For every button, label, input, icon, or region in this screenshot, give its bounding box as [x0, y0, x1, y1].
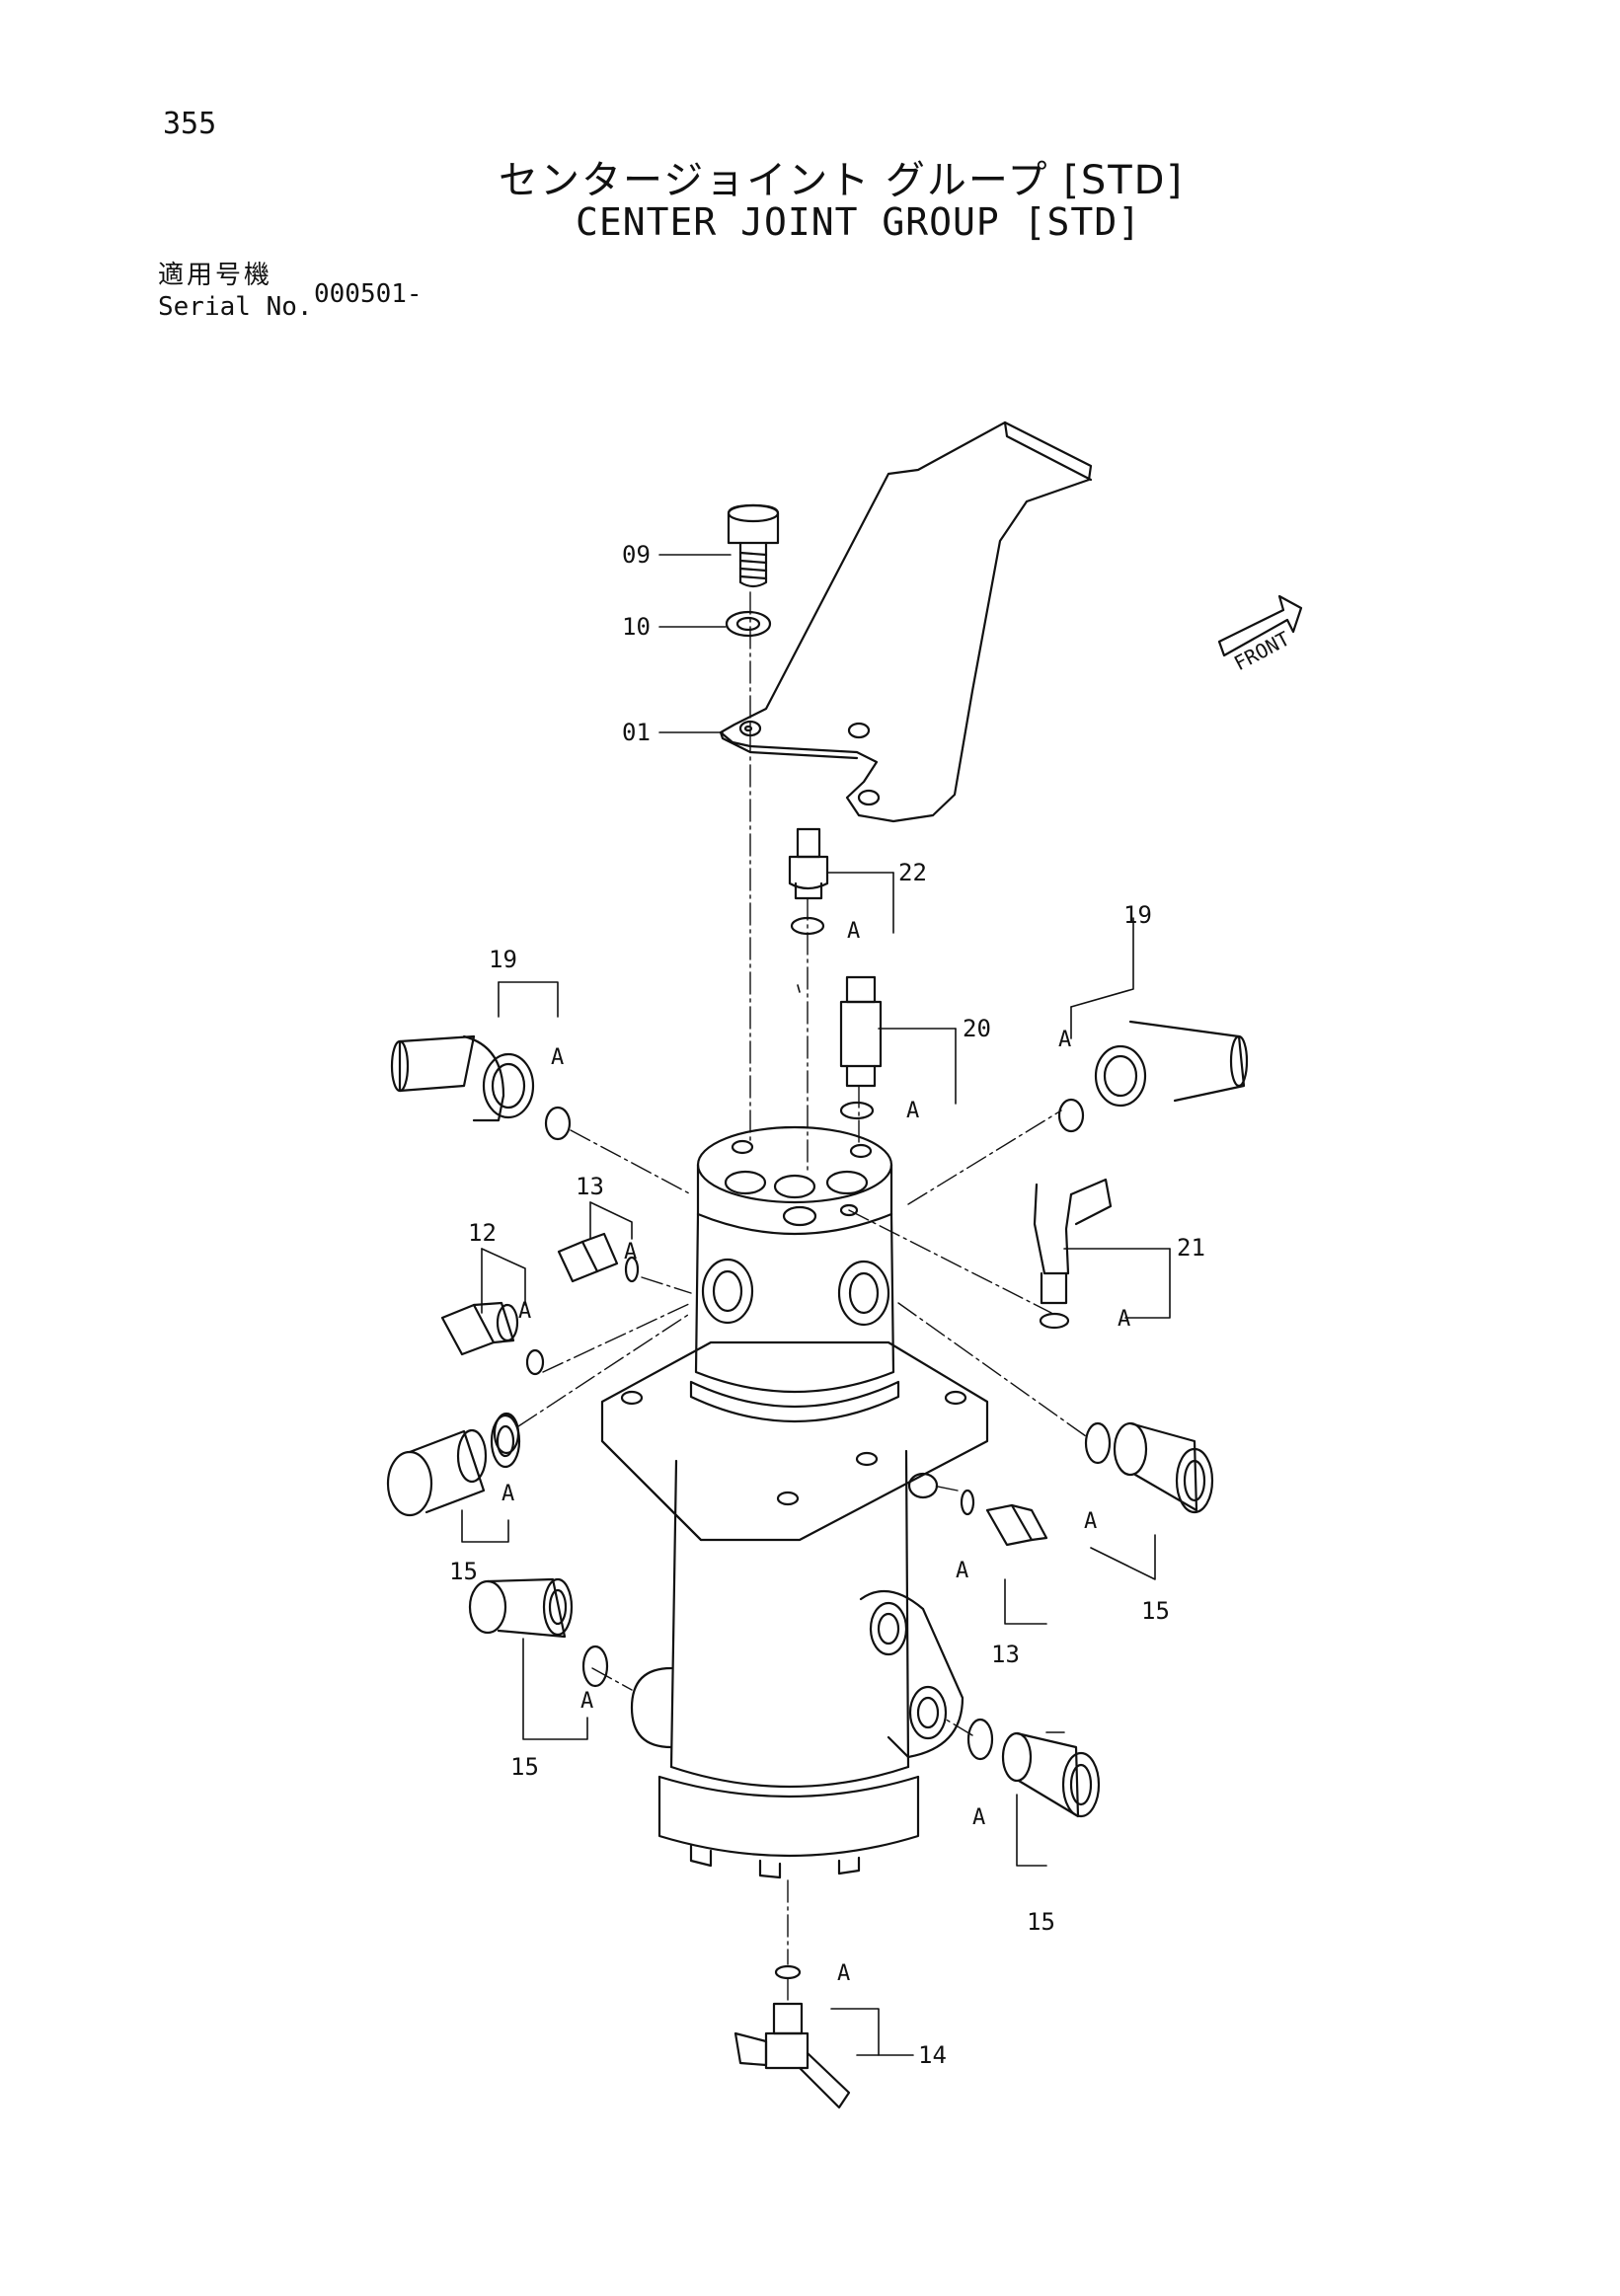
o-ring-20	[839, 1101, 875, 1120]
label-part-15-left-upper: 15	[449, 1558, 478, 1585]
seal-label: A	[518, 1299, 531, 1324]
label-part-10: 10	[622, 613, 651, 641]
o-ring-13-right	[960, 1489, 975, 1516]
seal-label: A	[580, 1689, 593, 1714]
seal-label: A	[501, 1482, 514, 1506]
o-ring-15c	[1084, 1421, 1112, 1465]
serial-label-english: Serial No.	[158, 292, 313, 322]
seal-label: A	[624, 1240, 637, 1264]
adapter-15a-drawing	[386, 1412, 521, 1517]
seal-label: A	[847, 919, 860, 944]
o-ring-21	[1039, 1312, 1070, 1330]
o-ring-15b	[581, 1645, 609, 1688]
label-part-21: 21	[1177, 1234, 1205, 1262]
bracket-drawing	[719, 421, 1093, 823]
elbow-19-left-drawing	[390, 1034, 572, 1141]
elbow-19-right-drawing	[1057, 1020, 1249, 1133]
o-ring-19-right	[1057, 1098, 1085, 1133]
label-part-22: 22	[898, 859, 927, 886]
seal-label: A	[1118, 1307, 1130, 1332]
o-ring-12	[525, 1348, 545, 1376]
leader-lines	[461, 554, 1171, 2056]
washer-10-drawing	[725, 610, 772, 638]
title-english: CENTER JOINT GROUP [STD]	[576, 200, 1142, 244]
part-labels: 09 10 01 22 20 19 19 21 13 12 15 15 13 1…	[449, 541, 1205, 2069]
label-part-01: 01	[622, 719, 651, 746]
title-japanese: センタージョイント グループ [STD]	[499, 158, 1185, 203]
adapter-15b-drawing	[468, 1577, 609, 1688]
center-joint-body-drawing	[600, 1125, 989, 1879]
o-ring-14	[774, 1964, 802, 1980]
fitting-13-left-drawing	[557, 1232, 640, 1283]
label-part-15-right-upper: 15	[1141, 1597, 1170, 1625]
seal-label: A	[972, 1805, 985, 1830]
assembly-center-lines	[517, 591, 1087, 2005]
label-part-15-right-lower: 15	[1027, 1908, 1055, 1936]
label-part-09: 09	[622, 541, 651, 569]
o-ring-15a	[493, 1412, 520, 1455]
serial-number-value: 000501-	[314, 279, 423, 309]
label-part-19-left: 19	[489, 946, 517, 973]
page-number: 355	[163, 107, 217, 141]
fitting-12-drawing	[440, 1301, 545, 1376]
o-ring-13-left	[624, 1256, 640, 1283]
fitting-13-right-drawing	[960, 1489, 1048, 1547]
fitting-22-drawing	[788, 827, 829, 936]
serial-label-japanese: 適用号機	[158, 261, 273, 290]
label-part-14: 14	[918, 2041, 947, 2069]
seal-label: A	[1084, 1509, 1097, 1534]
seal-label: A	[551, 1045, 564, 1070]
label-part-12: 12	[468, 1219, 497, 1247]
label-part-13-right: 13	[991, 1641, 1020, 1668]
front-direction-arrow	[1217, 594, 1303, 657]
label-part-19-right: 19	[1123, 901, 1152, 929]
label-part-13-left: 13	[576, 1173, 604, 1200]
label-part-20: 20	[963, 1015, 991, 1042]
adapter-15c-drawing	[1084, 1421, 1214, 1514]
seal-label: A	[1058, 1028, 1071, 1052]
seal-label: A	[956, 1559, 968, 1583]
fitting-20-drawing	[839, 975, 883, 1120]
elbow-21-drawing	[1033, 1178, 1113, 1330]
seal-label: A	[837, 1961, 850, 1986]
adapter-15d-drawing	[966, 1718, 1101, 1818]
o-ring-15d	[966, 1718, 994, 1761]
tee-14-drawing	[733, 1964, 851, 2109]
label-part-15-left-lower: 15	[510, 1753, 539, 1781]
seal-a-labels: A A A A A A A A A A A A A	[501, 919, 1130, 1986]
seal-label: A	[906, 1099, 919, 1123]
o-ring-19-left	[544, 1106, 572, 1141]
bolt-09-drawing	[727, 503, 780, 588]
